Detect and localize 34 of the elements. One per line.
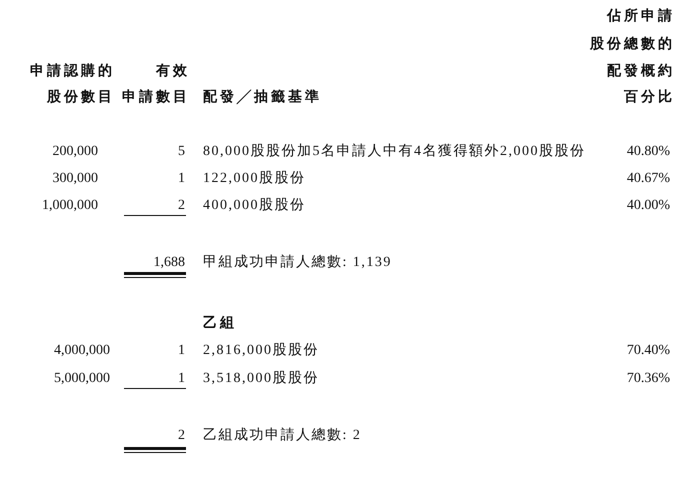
column-heading: 有效 — [156, 64, 190, 80]
table-cell: 400,000股股份 — [203, 198, 306, 214]
table-cell: 122,000股股份 — [203, 171, 306, 187]
table-cell: 40.67% — [626, 171, 670, 187]
column-heading: 股份數目 — [47, 90, 115, 106]
table-cell: 80,000股股份加5名申請人中有4名獲得額外2,000股股份 — [203, 144, 586, 160]
table-cell: 1 — [178, 171, 185, 187]
table-cell: 5,000,000 — [54, 371, 110, 387]
table-cell: 70.36% — [626, 371, 670, 387]
table-cell: 2,816,000股股份 — [203, 343, 319, 359]
table-cell: 3,518,000股股份 — [203, 371, 319, 387]
table-cell: 1 — [178, 371, 185, 387]
group-heading: 乙組 — [203, 316, 237, 332]
table-cell: 40.80% — [626, 144, 670, 160]
column-heading: 申請數目 — [122, 90, 190, 106]
column-heading: 股份總數的 — [590, 37, 675, 53]
table-cell: 4,000,000 — [54, 343, 110, 359]
table-cell: 2 — [178, 198, 185, 214]
column-heading: 百分比 — [624, 90, 675, 106]
table-cell: 300,000 — [52, 171, 98, 187]
table-cell: 1,000,000 — [42, 198, 98, 214]
total-cell: 1,688 — [154, 255, 185, 271]
total-note: 乙組成功申請人總數: 2 — [203, 428, 362, 444]
table-cell: 1 — [178, 343, 185, 359]
table-cell: 5 — [178, 144, 185, 160]
column-heading: 配發概約 — [607, 64, 675, 80]
table-cell: 200,000 — [52, 144, 98, 160]
column-heading: 配發╱抽籤基準 — [203, 90, 322, 106]
column-heading: 申請認購的 — [30, 64, 115, 80]
total-cell: 2 — [178, 428, 185, 444]
table-cell: 40.00% — [626, 198, 670, 214]
table-cell: 70.40% — [626, 343, 670, 359]
column-heading: 佔所申請 — [607, 9, 675, 25]
total-note: 甲組成功申請人總數: 1,139 — [203, 255, 392, 271]
